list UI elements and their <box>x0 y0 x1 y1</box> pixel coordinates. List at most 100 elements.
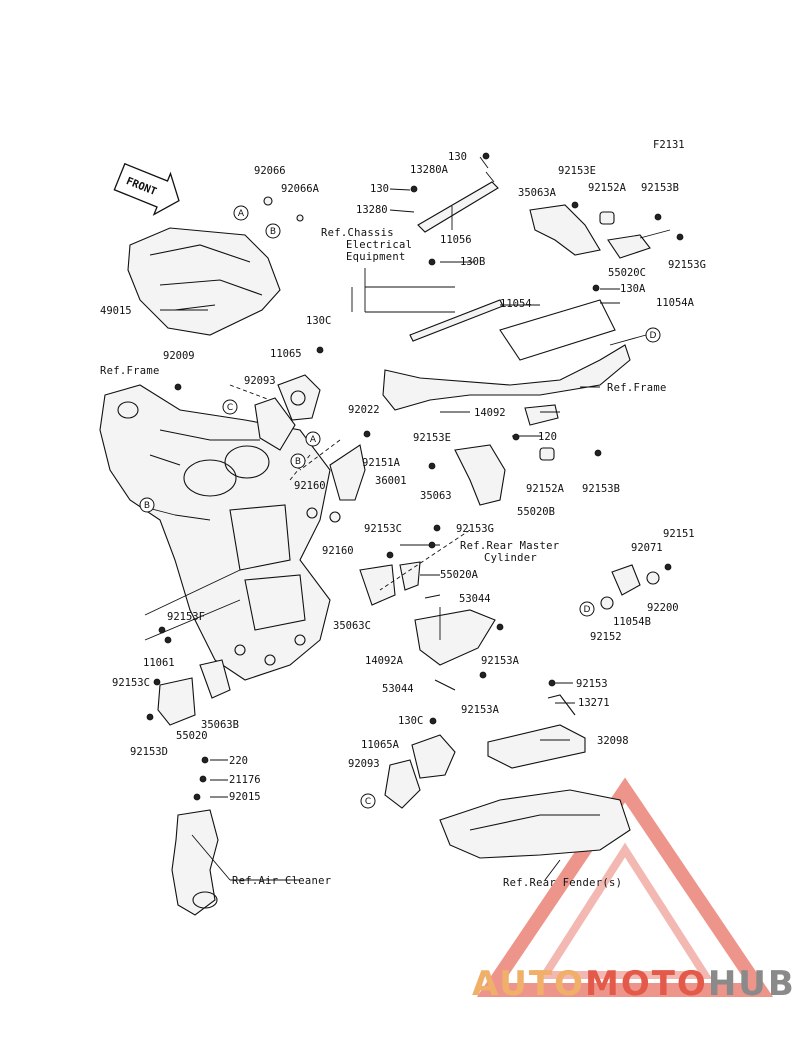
part-label: 130C <box>306 315 331 327</box>
part-label: 55020A <box>440 569 479 581</box>
bracket-part-11054B <box>600 564 660 610</box>
part-label: 130A <box>620 283 646 295</box>
callout-C-1: C <box>222 399 238 415</box>
part-label: 92151 <box>663 528 695 540</box>
svg-text:A: A <box>310 435 317 445</box>
part-label: 130 <box>370 183 389 195</box>
part-label: 53044 <box>382 683 414 695</box>
cover-part-49015 <box>127 227 281 336</box>
callout-A-1: A <box>233 205 249 221</box>
ref-label: Ref.Rear Master <box>460 540 559 552</box>
part-label: 36001 <box>375 475 407 487</box>
part-label: 35063 <box>420 490 452 502</box>
part-label: 92093 <box>348 758 380 770</box>
svg-text:B: B <box>270 227 276 237</box>
part-label: 92153A <box>461 704 500 716</box>
air-duct-part <box>171 809 219 916</box>
part-label: 130B <box>460 256 485 268</box>
watermark-logo <box>476 777 774 997</box>
svg-text:D: D <box>650 331 657 341</box>
svg-text:C: C <box>365 797 371 807</box>
part-label: 120 <box>538 431 557 443</box>
part-number-labels: F2131 130 13280A 130 13280 11056 92066 9… <box>100 139 706 889</box>
part-label: 92151A <box>362 457 401 469</box>
svg-text:B: B <box>295 457 301 467</box>
part-label: 92153 <box>576 678 608 690</box>
ref-label: Cylinder <box>484 552 537 564</box>
ref-label: Ref.Frame <box>100 365 160 377</box>
svg-text:B: B <box>144 501 150 511</box>
part-label: 53044 <box>459 593 491 605</box>
part-label: 14092 <box>474 407 506 419</box>
part-label: 92153F <box>167 611 205 623</box>
part-label: 14092A <box>365 655 404 667</box>
ref-label: Ref.Chassis <box>321 227 394 239</box>
subframe-part-11054 <box>382 299 631 411</box>
part-label: 92160 <box>294 480 326 492</box>
part-label: 21176 <box>229 774 261 786</box>
bar-part-11056 <box>417 181 499 233</box>
part-label: 92153C <box>112 677 150 689</box>
front-arrow-icon: FRONT <box>113 162 180 216</box>
part-label: 92152A <box>526 483 565 495</box>
part-label: 35063C <box>333 620 371 632</box>
watermark-text: AUTOMOTOHUB <box>472 964 796 1004</box>
part-label: 92022 <box>348 404 380 416</box>
ref-label: Ref.Air Cleaner <box>232 875 331 887</box>
ref-label: Ref.Frame <box>607 382 667 394</box>
bracket-part-35063 <box>454 404 559 506</box>
callout-B-3: B <box>139 497 155 513</box>
figure-code: F2131 <box>653 139 685 151</box>
part-label: 55020C <box>608 267 646 279</box>
callout-D-2: D <box>579 601 595 617</box>
ref-label: Equipment <box>346 251 406 263</box>
part-label: 92093 <box>244 375 276 387</box>
part-label: 11065 <box>270 348 302 360</box>
part-label: 11061 <box>143 657 175 669</box>
rear-fender-part <box>439 789 631 859</box>
part-label: 92153E <box>413 432 451 444</box>
callout-D-1: D <box>645 327 661 343</box>
part-label: 11054A <box>656 297 695 309</box>
callout-C-2: C <box>360 793 376 809</box>
svg-text:C: C <box>227 403 233 413</box>
part-label: 55020 <box>176 730 208 742</box>
callout-A-2: A <box>305 431 321 447</box>
bracket-part-35063B <box>157 659 231 726</box>
part-label: 92066 <box>254 165 286 177</box>
part-label: 92160 <box>322 545 354 557</box>
part-label: 13280A <box>410 164 449 176</box>
part-label: 11054B <box>613 616 651 628</box>
svg-text:D: D <box>584 605 591 615</box>
leader-lines <box>144 156 671 881</box>
part-label: 92071 <box>631 542 663 554</box>
part-label: 92153E <box>558 165 596 177</box>
part-label: 92153D <box>130 746 168 758</box>
svg-text:AUTOMOTOHUB: AUTOMOTOHUB <box>472 964 796 1004</box>
part-label: 92200 <box>647 602 679 614</box>
tray-part-32098 <box>487 694 586 769</box>
part-label: 92152A <box>588 182 627 194</box>
part-label: 92066A <box>281 183 320 195</box>
part-label: 130C <box>398 715 423 727</box>
part-label: 92153G <box>456 523 494 535</box>
front-frame-part <box>99 384 331 681</box>
cap-part-11065A <box>384 734 456 809</box>
part-label: 92015 <box>229 791 261 803</box>
part-label: 13271 <box>578 697 610 709</box>
part-label: 32098 <box>597 735 629 747</box>
part-label: 11065A <box>361 739 400 751</box>
part-label: 92153C <box>364 523 402 535</box>
callout-B-2: B <box>290 453 306 469</box>
bracket-part-35063C <box>359 561 421 606</box>
ref-label: Ref.Rear Fender(s) <box>503 877 622 889</box>
part-label: 92153B <box>582 483 620 495</box>
part-label: 35063B <box>201 719 239 731</box>
bracket-part-35063A <box>529 204 651 259</box>
part-label: 92153G <box>668 259 706 271</box>
svg-text:A: A <box>238 209 245 219</box>
part-label: 55020B <box>517 506 555 518</box>
guard-part-14092A <box>414 594 496 691</box>
part-label: 220 <box>229 755 248 767</box>
